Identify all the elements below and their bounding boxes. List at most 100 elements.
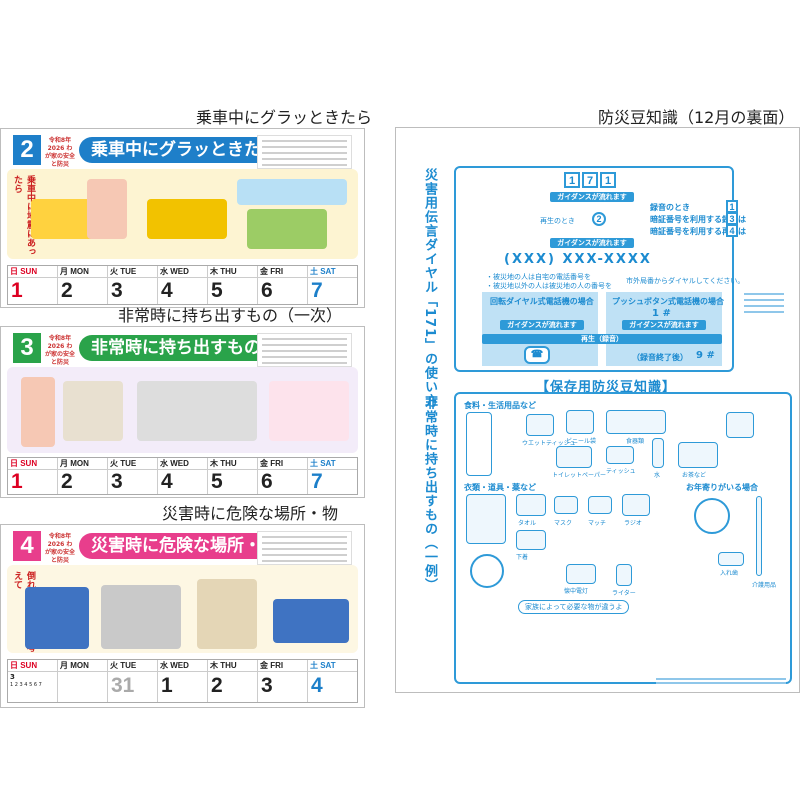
caption-feb: 乗車中にグラッときたら (196, 108, 373, 127)
item-cane (756, 496, 762, 576)
calendar-panel-feb: 2 令和8年 2026 わが家の安全と防災 乗車中にグラッときたら 乗車中に地震… (0, 128, 365, 308)
digit-box: 7 (582, 172, 598, 188)
item-label: 入れ歯 (720, 570, 739, 577)
after-label: （録音終了後） (632, 353, 688, 362)
illus-person (87, 179, 127, 239)
footnote-lines (656, 678, 786, 686)
item-underwear (516, 530, 546, 550)
end-keys: 9 # (696, 350, 715, 361)
item-label: お茶など (682, 472, 707, 479)
illus-road (237, 179, 347, 205)
item-wet-tissue (526, 414, 554, 436)
mini-month-row: 1 2 3 4 5 6 7 (10, 682, 42, 688)
item-label: 下着 (516, 554, 529, 561)
pin-play-num: 4 (726, 224, 738, 237)
item-match (588, 496, 612, 514)
record-label: 録音のとき (650, 203, 690, 212)
push-keys: 1 # (652, 308, 671, 319)
side-note (257, 531, 352, 565)
guidance-bar-2: ガイダンスが流れます (550, 238, 634, 248)
item-water (652, 438, 664, 468)
caption-apr: 災害時に危険な場所・物 (162, 504, 339, 523)
vertical-title-dial: 災害用伝言ダイヤル「171」の使い方 (422, 168, 437, 409)
side-lines (744, 293, 784, 317)
dial-note-3: 市外局番からダイヤルしてください。 (626, 277, 745, 285)
section-clothes: 衣類・道具・薬など (464, 483, 536, 492)
item-tea (678, 442, 718, 468)
item-label: 懐中電灯 (564, 588, 589, 595)
item-label: マスク (554, 520, 573, 527)
item-lighter (616, 564, 632, 586)
item-flashlight (566, 564, 596, 584)
panel-banner: 3 令和8年 2026 わが家の安全と防災 非常時に持ち出すもの（一次） (7, 333, 358, 367)
year-tag: 令和8年 2026 わが家の安全と防災 (45, 533, 76, 564)
illustration-area (7, 367, 358, 453)
illus-tools (137, 381, 257, 441)
item-label: 介護用品 (752, 582, 777, 589)
dial-note-1: ・被災地の人は自宅の電話番号を (486, 273, 591, 281)
item-label: 水 (654, 472, 661, 479)
illus-car-green (247, 209, 327, 249)
item-towel (516, 494, 546, 516)
side-note (257, 333, 352, 367)
caption-mar: 非常時に持ち出すもの（一次） (118, 306, 343, 325)
item-label: ライター (612, 590, 636, 597)
phone-pattern: (XXX) XXX-XXXX (504, 252, 652, 267)
phone-icon: ☎ (524, 346, 550, 364)
panel-banner: 4 令和8年 2026 わが家の安全と防災 災害時に危険な場所・物 (7, 531, 358, 565)
item-radio (622, 494, 650, 516)
calendar-panel-apr: 4 令和8年 2026 わが家の安全と防災 災害時に危険な場所・物 倒れてくるこ… (0, 524, 365, 708)
rotary-label: 回転ダイヤル式電話機の場合 (490, 297, 594, 306)
play-num: 2 (592, 212, 606, 226)
item-dentures (718, 552, 744, 566)
item-label: 食器類 (626, 438, 645, 445)
item-label: ビニール袋 (566, 438, 597, 445)
year-tag: 令和8年 2026 わが家の安全と防災 (45, 335, 76, 366)
pin-record-label: 暗証番号を利用する録音は (650, 215, 746, 224)
item-label: マッチ (588, 520, 607, 527)
month-number: 2 (13, 135, 41, 165)
illus-wall (101, 585, 181, 649)
play-label: 再生のとき (540, 217, 575, 225)
illus-person (21, 377, 55, 447)
elderly-face (694, 498, 730, 534)
digit-box: 1 (564, 172, 580, 188)
guidance-bar-rotary: ガイダンスが流れます (500, 320, 584, 330)
item-person (466, 412, 492, 476)
illus-baby (269, 381, 349, 441)
illus-car-yellow (147, 199, 227, 239)
push-label: プッシュボタン式電話機の場合 (612, 297, 724, 306)
digit-box: 1 (600, 172, 616, 188)
bosai-page: 災害用伝言ダイヤル「171」の使い方 非常時に持ち出すもの（一例） 1 7 1 … (395, 127, 800, 693)
caption-right: 防災豆知識（12月の裏面） (598, 108, 795, 127)
item-label: タオル (518, 520, 537, 527)
item-label: トイレットペーパー (552, 472, 606, 479)
panel-banner: 2 令和8年 2026 わが家の安全と防災 乗車中にグラッときたら (7, 135, 358, 169)
illus-building (197, 579, 257, 649)
playback-bar: 再生（録音） (482, 334, 722, 344)
side-note (257, 135, 352, 169)
section-food: 食料・生活用品など (464, 401, 536, 410)
item-cans (726, 412, 754, 438)
speech-bubble: 家族によって必要な物が違うよ (518, 600, 630, 614)
banner-title: 災害時に危険な場所・物 (79, 533, 290, 559)
